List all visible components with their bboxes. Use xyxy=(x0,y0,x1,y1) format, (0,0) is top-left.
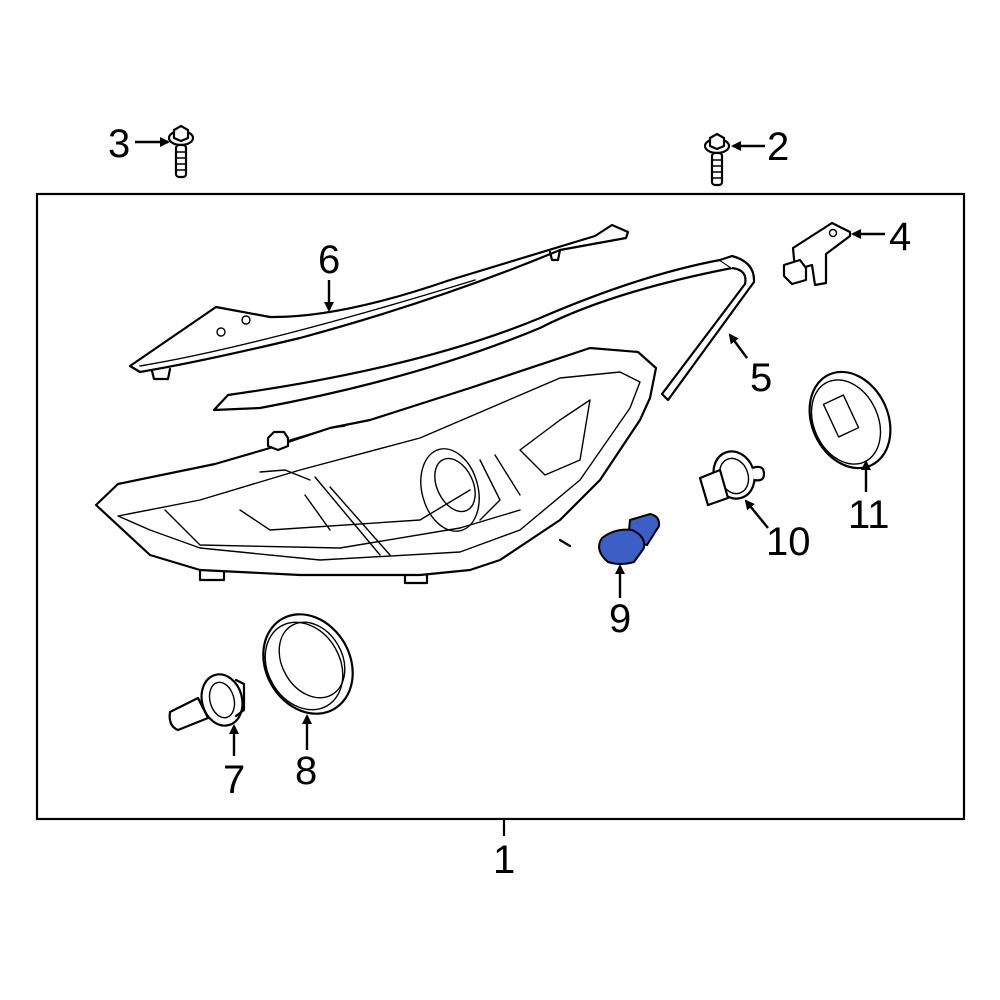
callout-10[interactable]: 10 xyxy=(766,520,811,564)
callout-11[interactable]: 11 xyxy=(848,493,890,537)
headlamp-housing-part-1[interactable] xyxy=(94,346,658,585)
upper-trim-part-6[interactable] xyxy=(128,223,630,381)
assembly-frame xyxy=(35,192,966,821)
bolt-part-2[interactable] xyxy=(703,132,731,187)
callout-arrows xyxy=(135,137,885,836)
callout-8[interactable]: 8 xyxy=(295,749,317,793)
seal-strip-part-5[interactable] xyxy=(212,254,756,412)
callout-7[interactable]: 7 xyxy=(223,758,245,802)
bulb-socket-part-10[interactable] xyxy=(698,446,766,507)
bolt-part-3[interactable] xyxy=(167,124,195,179)
callout-9[interactable]: 9 xyxy=(609,597,631,641)
turn-signal-bulb-part-9[interactable] xyxy=(598,512,661,565)
callout-5[interactable]: 5 xyxy=(750,356,772,400)
callout-2[interactable]: 2 xyxy=(767,125,789,169)
headlamp-bulb-part-7[interactable] xyxy=(168,670,248,732)
callout-6[interactable]: 6 xyxy=(318,238,340,282)
callout-4[interactable]: 4 xyxy=(889,215,911,259)
bracket-part-4[interactable] xyxy=(782,221,852,287)
callout-1[interactable]: 1 xyxy=(493,838,515,882)
socket-cover-part-11[interactable] xyxy=(794,359,905,482)
callout-3[interactable]: 3 xyxy=(108,122,130,166)
bulb-cover-part-8[interactable] xyxy=(246,598,371,730)
